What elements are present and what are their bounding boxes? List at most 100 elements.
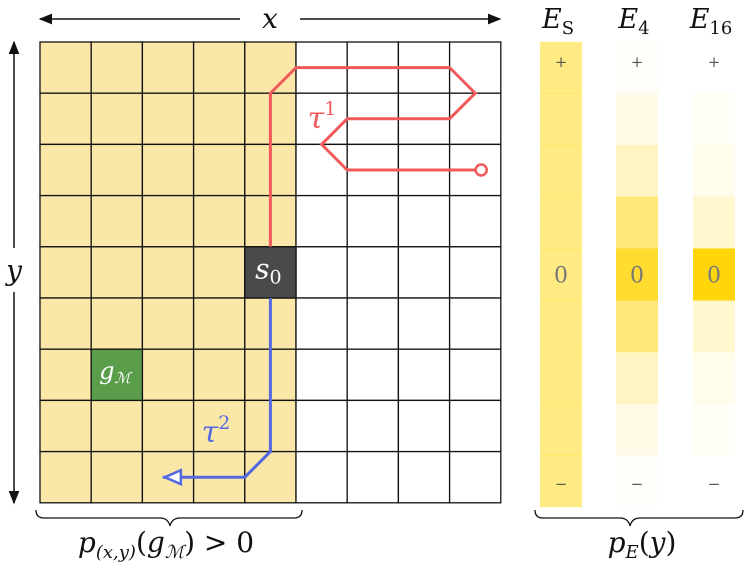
- right-label-p: p: [608, 526, 626, 559]
- bar-ES-plus: +: [555, 53, 568, 71]
- bar-E16-segment: [693, 196, 735, 249]
- left-label-rel: > 0: [204, 526, 254, 559]
- tau2-label-base: τ: [202, 415, 219, 450]
- tau1-end-circle: [474, 163, 488, 177]
- grid-cell: [397, 297, 451, 350]
- grid-cell: [448, 41, 502, 94]
- grid-cell: [141, 348, 195, 402]
- grid-cell: [448, 194, 502, 248]
- bar-E4-segment: [616, 248, 658, 301]
- grid-cell: [397, 450, 451, 504]
- bar-E16-zero: 0: [707, 264, 721, 289]
- trajectories: [161, 66, 488, 487]
- grid-cell: [448, 399, 502, 453]
- tau1-label-sup: 1: [324, 98, 336, 120]
- goal-cell-fill: [90, 348, 144, 402]
- grid-cell: [244, 450, 297, 504]
- grid-cell: [192, 194, 246, 248]
- start-cell-label: s0: [255, 252, 281, 288]
- grid-cell: [39, 348, 92, 402]
- grid-cell: [90, 41, 144, 94]
- bar-E16-segment: [693, 351, 735, 404]
- grid-cell: [346, 297, 400, 350]
- bar-E16-segment: [693, 403, 735, 455]
- bar-E16-title: E16: [689, 4, 733, 39]
- grid-cell: [346, 246, 400, 299]
- grid-cell: [448, 297, 502, 350]
- bar-E4-segment: [616, 196, 658, 249]
- y-axis: y: [4, 40, 23, 505]
- left-brace-label: p(x,y)(gℳ) > 0: [78, 526, 254, 563]
- bar-E16-plus: +: [708, 53, 721, 71]
- grid-cell: [90, 450, 144, 504]
- tau1-label: τ1: [308, 98, 337, 136]
- right-brace: [534, 509, 744, 527]
- grid-cell: [346, 194, 400, 248]
- grid-cell: [39, 92, 92, 146]
- grid-cell: [192, 41, 246, 94]
- bar-E16-segment: [693, 248, 735, 301]
- bar-E4-minus: −: [631, 475, 644, 493]
- bar-ES-title-base: E: [541, 4, 562, 35]
- bar-E4-segment: [616, 93, 658, 146]
- grid-cell: [141, 143, 195, 197]
- grid-cell: [90, 246, 144, 299]
- grid-cell: [39, 297, 92, 350]
- grid-cell: [141, 92, 195, 146]
- bar-E4-title-base: E: [617, 4, 638, 35]
- grid-cell: [397, 194, 451, 248]
- grid-cell: [448, 450, 502, 504]
- bar-E16-segment: [693, 145, 735, 198]
- distribution-bars: +0−ES+0−E4+0−E16: [540, 4, 735, 508]
- tau1-path: [268, 66, 478, 247]
- grid-cell: [346, 450, 400, 504]
- bar-ES-segment: [540, 351, 582, 404]
- grid-cell: [90, 399, 144, 453]
- grid-cell: [39, 194, 92, 248]
- grid-cell: [295, 246, 348, 299]
- tau2-path: [162, 298, 272, 479]
- tau2-label-sup: 2: [218, 412, 230, 434]
- grid-cell: [448, 246, 502, 299]
- bar-ES-segment: [540, 93, 582, 146]
- grid-cell: [295, 143, 348, 197]
- right-label-arg: y: [648, 526, 667, 559]
- bar-ES-segment: [540, 403, 582, 456]
- bar-ES-segment: [540, 145, 582, 198]
- grid-cell: [90, 143, 144, 197]
- grid-cell: [397, 399, 451, 453]
- left-label-p: p: [78, 526, 96, 559]
- grid-cell: [397, 246, 451, 299]
- bar-E4-plus: +: [631, 53, 644, 71]
- bar-E16-title-sub: 16: [709, 18, 732, 39]
- goal-label-base: g: [99, 357, 114, 385]
- x-axis-label: x: [262, 2, 278, 35]
- bar-ES-title: ES: [541, 4, 574, 39]
- grid-cell: [295, 348, 348, 402]
- goal-cell: gℳ: [90, 348, 144, 402]
- grid-cell: [448, 348, 502, 402]
- left-label-arg-sub: ℳ: [165, 542, 187, 563]
- bar-E4-segment: [616, 145, 658, 198]
- grid-cell: [192, 246, 246, 299]
- grid-cell: [448, 92, 502, 146]
- bar-E16-segment: [693, 300, 735, 353]
- grid-cell: [39, 450, 92, 504]
- grid-cell: [346, 348, 400, 402]
- grid-cell: [39, 399, 92, 453]
- left-label-arg: g: [147, 526, 165, 559]
- y-axis-label: y: [4, 254, 23, 287]
- right-label-sub: E: [625, 542, 639, 563]
- bar-E4-segment: [616, 403, 658, 456]
- right-label-open: (: [639, 526, 650, 559]
- grid-cell: [192, 399, 246, 453]
- bar-ES-minus: −: [555, 475, 568, 493]
- right-label-close: ): [665, 526, 676, 559]
- tau2-label: τ2: [202, 412, 231, 450]
- bar-E16: +0−: [693, 42, 735, 507]
- grid-cell: [295, 399, 348, 453]
- grid-cell: [141, 41, 195, 94]
- tau2-end-arrow: [161, 468, 183, 487]
- grid-cell: [192, 348, 246, 402]
- grid-cell: [295, 194, 348, 248]
